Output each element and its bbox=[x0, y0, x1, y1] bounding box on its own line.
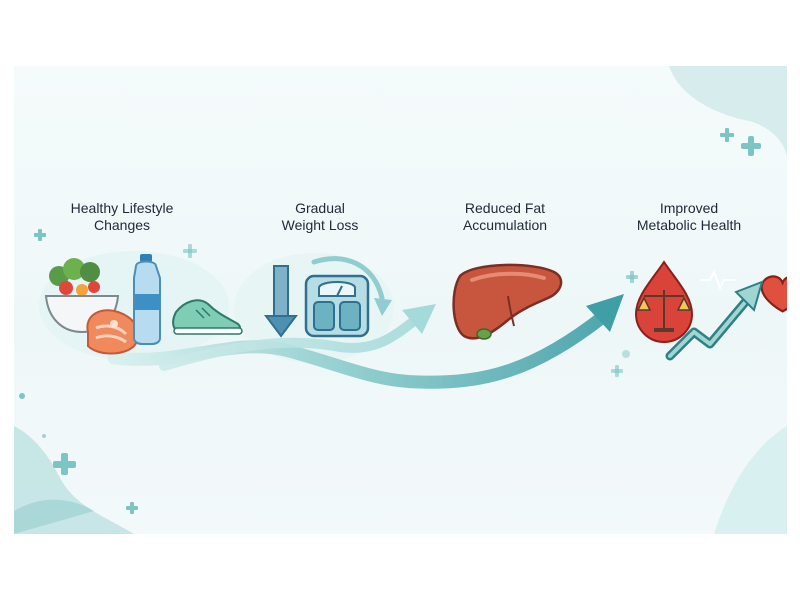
corner-blob-bottom-right bbox=[714, 426, 787, 534]
down-arrow-icon bbox=[264, 265, 298, 338]
step-1-line1: Healthy Lifestyle bbox=[70, 200, 174, 216]
running-shoe-icon bbox=[172, 299, 243, 335]
bathroom-scale-icon bbox=[304, 274, 370, 338]
balance-scale-icon bbox=[636, 290, 692, 332]
corner-blob-top-right bbox=[669, 66, 787, 156]
plus-decor bbox=[34, 128, 761, 514]
rising-graph-icon bbox=[665, 280, 764, 361]
step-4-line2: Metabolic Health bbox=[636, 217, 742, 233]
liver-icon bbox=[452, 263, 563, 340]
step-3-label: Reduced Fat Accumulation bbox=[430, 200, 580, 234]
step-2-line2: Weight Loss bbox=[281, 217, 359, 233]
flow-arrowhead-mid bbox=[402, 304, 436, 334]
flow-arrowhead-main bbox=[586, 294, 624, 332]
curved-arrow-icon bbox=[311, 256, 385, 301]
step-1-label: Healthy Lifestyle Changes bbox=[47, 200, 197, 234]
step-1-line2: Changes bbox=[93, 217, 151, 233]
heart-icon bbox=[700, 269, 787, 313]
icon-layer bbox=[44, 254, 787, 361]
step-2-line1: Gradual bbox=[295, 200, 345, 216]
step-2-label: Gradual Weight Loss bbox=[245, 200, 395, 234]
infographic-canvas: Healthy Lifestyle Changes Gradual Weight… bbox=[14, 66, 787, 534]
step-4-label: Improved Metabolic Health bbox=[614, 200, 764, 234]
step-4-line1: Improved bbox=[659, 200, 719, 216]
step-3-line2: Accumulation bbox=[462, 217, 548, 233]
step-3-line1: Reduced Fat bbox=[464, 200, 546, 216]
water-bottle-icon bbox=[133, 254, 161, 345]
salmon-steak-icon bbox=[86, 309, 140, 355]
